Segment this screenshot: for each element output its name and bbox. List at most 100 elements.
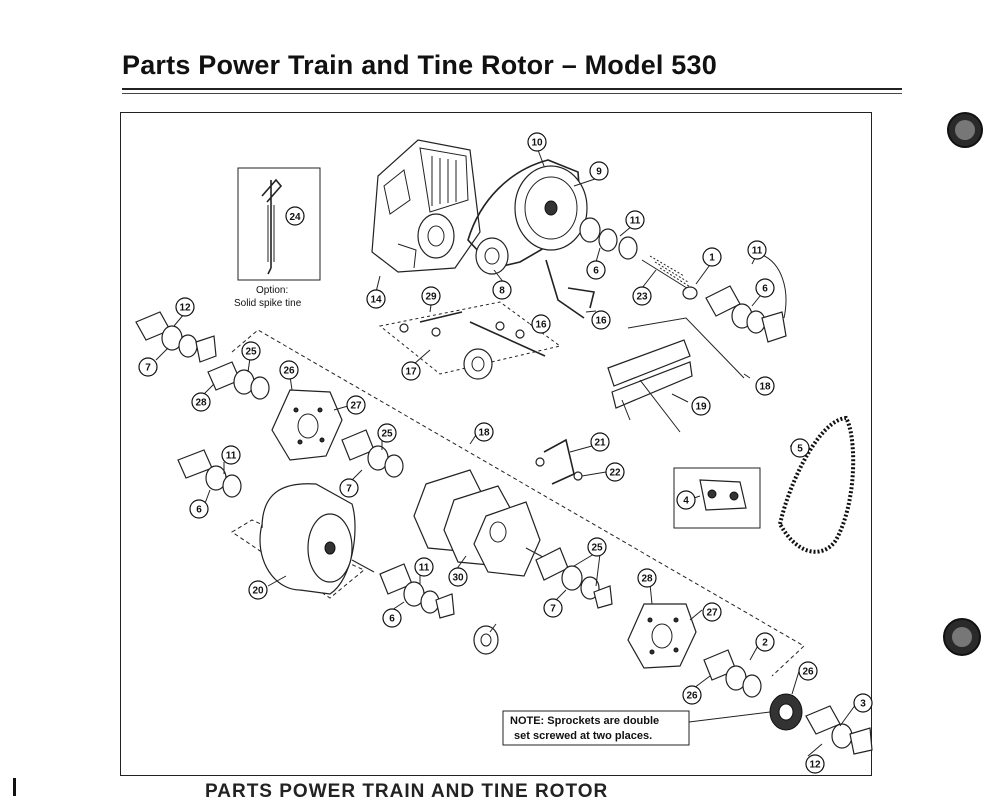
callout-number: 2 bbox=[762, 638, 768, 649]
callout-number: 27 bbox=[350, 401, 362, 412]
callout-26: 26 bbox=[279, 360, 299, 380]
note-line-1: NOTE: Sprockets are double bbox=[510, 715, 659, 727]
callout-number: 9 bbox=[596, 167, 602, 178]
callout-number: 5 bbox=[797, 444, 803, 455]
callout-number: 26 bbox=[283, 366, 295, 377]
callout-6: 6 bbox=[586, 260, 606, 280]
drive-chain bbox=[777, 415, 856, 554]
callout-number: 16 bbox=[535, 320, 547, 331]
callout-12: 12 bbox=[175, 297, 195, 317]
binder-hole-bottom bbox=[943, 618, 981, 656]
upper-shaft-hardware bbox=[579, 217, 698, 300]
callout-number: 21 bbox=[594, 438, 606, 449]
callout-number: 11 bbox=[419, 563, 430, 574]
callout-number: 7 bbox=[346, 484, 352, 495]
callout-11: 11 bbox=[221, 445, 241, 465]
callout-number: 7 bbox=[550, 604, 556, 615]
callout-number: 12 bbox=[809, 760, 821, 771]
callout-5: 5 bbox=[790, 438, 810, 458]
callout-29: 29 bbox=[421, 286, 441, 306]
callout-number: 3 bbox=[860, 699, 866, 710]
page-title: Parts Power Train and Tine Rotor – Model… bbox=[122, 50, 717, 80]
callout-number: 25 bbox=[591, 543, 603, 554]
callout-11: 11 bbox=[747, 240, 767, 260]
callout-23: 23 bbox=[632, 286, 652, 306]
callout-number: 19 bbox=[695, 402, 707, 413]
rotor-outline bbox=[231, 329, 805, 677]
callout-10: 10 bbox=[527, 132, 547, 152]
bearing-flange bbox=[473, 625, 499, 655]
callout-26: 26 bbox=[798, 661, 818, 681]
callout-6: 6 bbox=[189, 499, 209, 519]
option-inset bbox=[237, 167, 321, 281]
callout-number: 8 bbox=[499, 286, 505, 297]
callout-30: 30 bbox=[448, 567, 468, 587]
tine-disc-left bbox=[271, 389, 343, 461]
callout-number: 6 bbox=[196, 505, 202, 516]
note-line-2: set screwed at two places. bbox=[514, 730, 652, 742]
option-label: Option: bbox=[256, 285, 288, 296]
callout-14: 14 bbox=[366, 289, 386, 309]
callout-26: 26 bbox=[682, 685, 702, 705]
callout-number: 30 bbox=[452, 573, 464, 584]
callout-number: 26 bbox=[802, 667, 814, 678]
callout-6: 6 bbox=[382, 608, 402, 628]
callout-number: 6 bbox=[389, 614, 395, 625]
engine-assembly bbox=[371, 139, 481, 273]
callout-28: 28 bbox=[191, 392, 211, 412]
option-description: Solid spike tine bbox=[234, 298, 302, 309]
callout-number: 17 bbox=[405, 367, 417, 378]
wheel bbox=[259, 483, 375, 595]
callout-number: 25 bbox=[381, 429, 393, 440]
callout-6: 6 bbox=[755, 278, 775, 298]
support-bracket bbox=[607, 317, 745, 433]
leader-lines bbox=[155, 149, 857, 757]
svg-text:24: 24 bbox=[289, 212, 301, 223]
pulley-and-belt bbox=[467, 159, 588, 275]
callout-11: 11 bbox=[414, 557, 434, 577]
callout-2: 2 bbox=[755, 632, 775, 652]
callout-25: 25 bbox=[377, 423, 397, 443]
lower-right-hub bbox=[703, 649, 762, 698]
callout-number: 7 bbox=[145, 363, 151, 374]
center-tine-rotor bbox=[413, 469, 557, 577]
callout-7: 7 bbox=[543, 598, 563, 618]
callout-number: 10 bbox=[531, 138, 543, 149]
callout-number: 29 bbox=[425, 292, 437, 303]
title-rule-secondary bbox=[122, 93, 902, 94]
callout-number: 1 bbox=[709, 253, 715, 264]
callout-1: 1 bbox=[702, 247, 722, 267]
callout-18: 18 bbox=[474, 422, 494, 442]
callout-number: 28 bbox=[641, 574, 653, 585]
callout-27: 27 bbox=[346, 395, 366, 415]
callout-number: 22 bbox=[609, 468, 621, 479]
callout-20: 20 bbox=[248, 580, 268, 600]
left-drive-hardware bbox=[135, 311, 270, 400]
callout-28: 28 bbox=[637, 568, 657, 588]
small-brackets bbox=[535, 438, 583, 485]
callout-number: 18 bbox=[759, 382, 771, 393]
callout-number: 26 bbox=[686, 691, 698, 702]
callout-number: 23 bbox=[636, 292, 648, 303]
diagram-frame bbox=[120, 112, 872, 776]
tine-disc-right bbox=[627, 603, 697, 669]
callout-21: 21 bbox=[590, 432, 610, 452]
idler-arm-assembly bbox=[378, 301, 562, 380]
callout-24: 24 bbox=[285, 206, 305, 226]
callout-11: 11 bbox=[625, 210, 645, 230]
right-hub-cluster bbox=[535, 547, 613, 609]
callout-18: 18 bbox=[755, 376, 775, 396]
callout-4: 4 bbox=[676, 490, 696, 510]
callout-17: 17 bbox=[401, 361, 421, 381]
callout-number: 16 bbox=[595, 316, 607, 327]
callout-25: 25 bbox=[587, 537, 607, 557]
callout-number: 6 bbox=[762, 284, 768, 295]
callout-19: 19 bbox=[691, 396, 711, 416]
callout-22: 22 bbox=[605, 462, 625, 482]
center-hub-hardware bbox=[177, 429, 404, 498]
callout-number: 18 bbox=[478, 428, 490, 439]
callout-number: 4 bbox=[683, 496, 689, 507]
title-rule bbox=[122, 88, 902, 90]
